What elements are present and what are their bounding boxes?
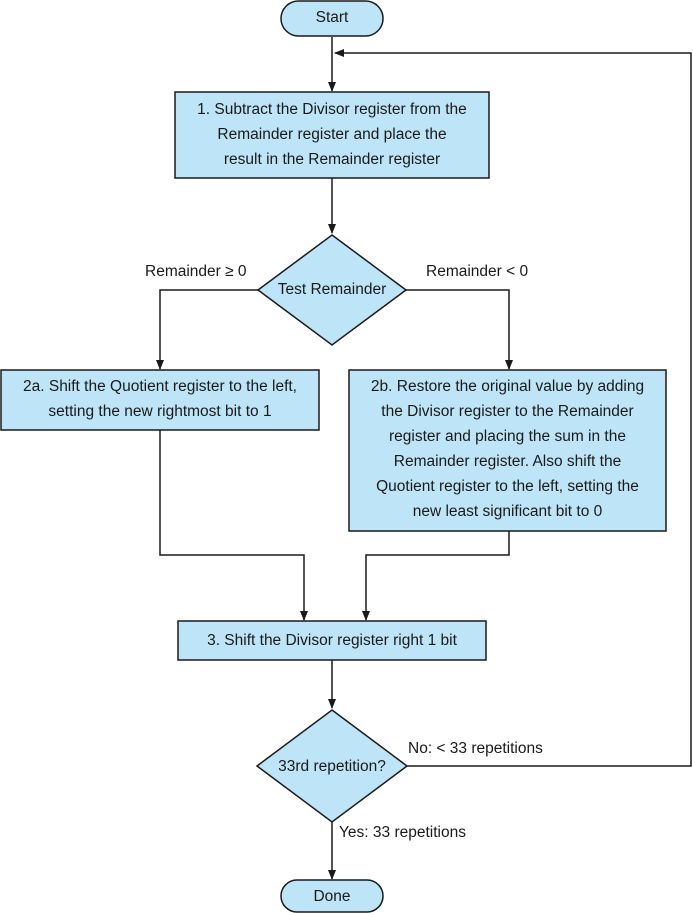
step2b-line: new least significant bit to 0 [412,503,603,520]
step2b-to-step3-arrow [362,531,510,621]
remainder-ge-zero-label: Remainder ≥ 0 [145,263,247,280]
step2b-text: 2b. Restore the original value by adding… [349,374,666,524]
done-label: Done [313,888,351,905]
step2a-text: 2a. Shift the Quotient register to the l… [1,374,319,424]
test-remainder-decision [256,234,408,346]
step2b-line: 2b. Restore the original value by adding [370,378,645,395]
step2a-line: setting the new rightmost bit to 1 [48,403,272,420]
start-label: Start [315,9,349,26]
test-remainder-label: Test Remainder [277,281,387,298]
yes-repetitions-label: Yes: 33 repetitions [339,824,466,841]
step2a-line: 2a. Shift the Quotient register to the l… [23,378,297,395]
repetition-label: 33rd repetition? [278,758,386,775]
loop-back-arrow [334,49,692,767]
step2b-line: Remainder register. Also shift the [393,453,622,470]
remainder-lt-zero-label: Remainder < 0 [426,263,529,280]
step1-text: 1. Subtract the Divisor register from th… [175,97,489,172]
start-terminal [280,0,384,37]
step1-line: 1. Subtract the Divisor register from th… [197,101,467,118]
repetition-decision [255,709,409,823]
step3-box [177,620,487,661]
step1-line: result in the Remainder register [223,151,441,168]
step2a-box [0,369,320,431]
step2b-line: the Divisor register to the Remainder [381,403,634,420]
step2b-line: register and placing the sum in the [389,428,626,445]
step2b-line: Quotient register to the left, setting t… [376,478,639,495]
step1-box [174,91,490,179]
step2a-to-step3-arrow [159,430,308,621]
done-terminal [280,879,384,913]
step1-line: Remainder register and place the [217,126,447,143]
no-repetitions-label: No: < 33 repetitions [408,740,543,757]
step3-label: 3. Shift the Divisor register right 1 bi… [207,632,457,649]
test-to-step2a-arrow [156,289,258,370]
step2b-box [348,369,667,532]
test-to-step2b-arrow [406,289,513,370]
